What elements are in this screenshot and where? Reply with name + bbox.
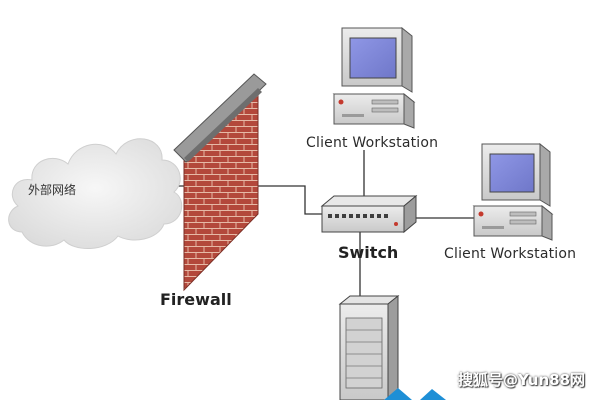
external-network-label: 外部网络: [28, 183, 77, 197]
client-workstation-label: Client Workstation: [444, 246, 577, 262]
network-switch-icon: [320, 194, 418, 234]
desktop-computer-icon: [332, 26, 416, 129]
link-firewall-switch: [228, 185, 322, 215]
brick-wall-icon: [173, 73, 267, 292]
watermark: 搜狐号@Yun88网: [458, 371, 586, 389]
cloud-icon: [8, 138, 183, 250]
blue-arrow-icon: [384, 388, 446, 400]
firewall-label: Firewall: [160, 290, 232, 309]
server-tower-icon: [338, 294, 400, 400]
client-workstation-label: Client Workstation: [306, 135, 439, 151]
switch-label: Switch: [338, 243, 399, 262]
desktop-computer-icon: [472, 142, 554, 241]
